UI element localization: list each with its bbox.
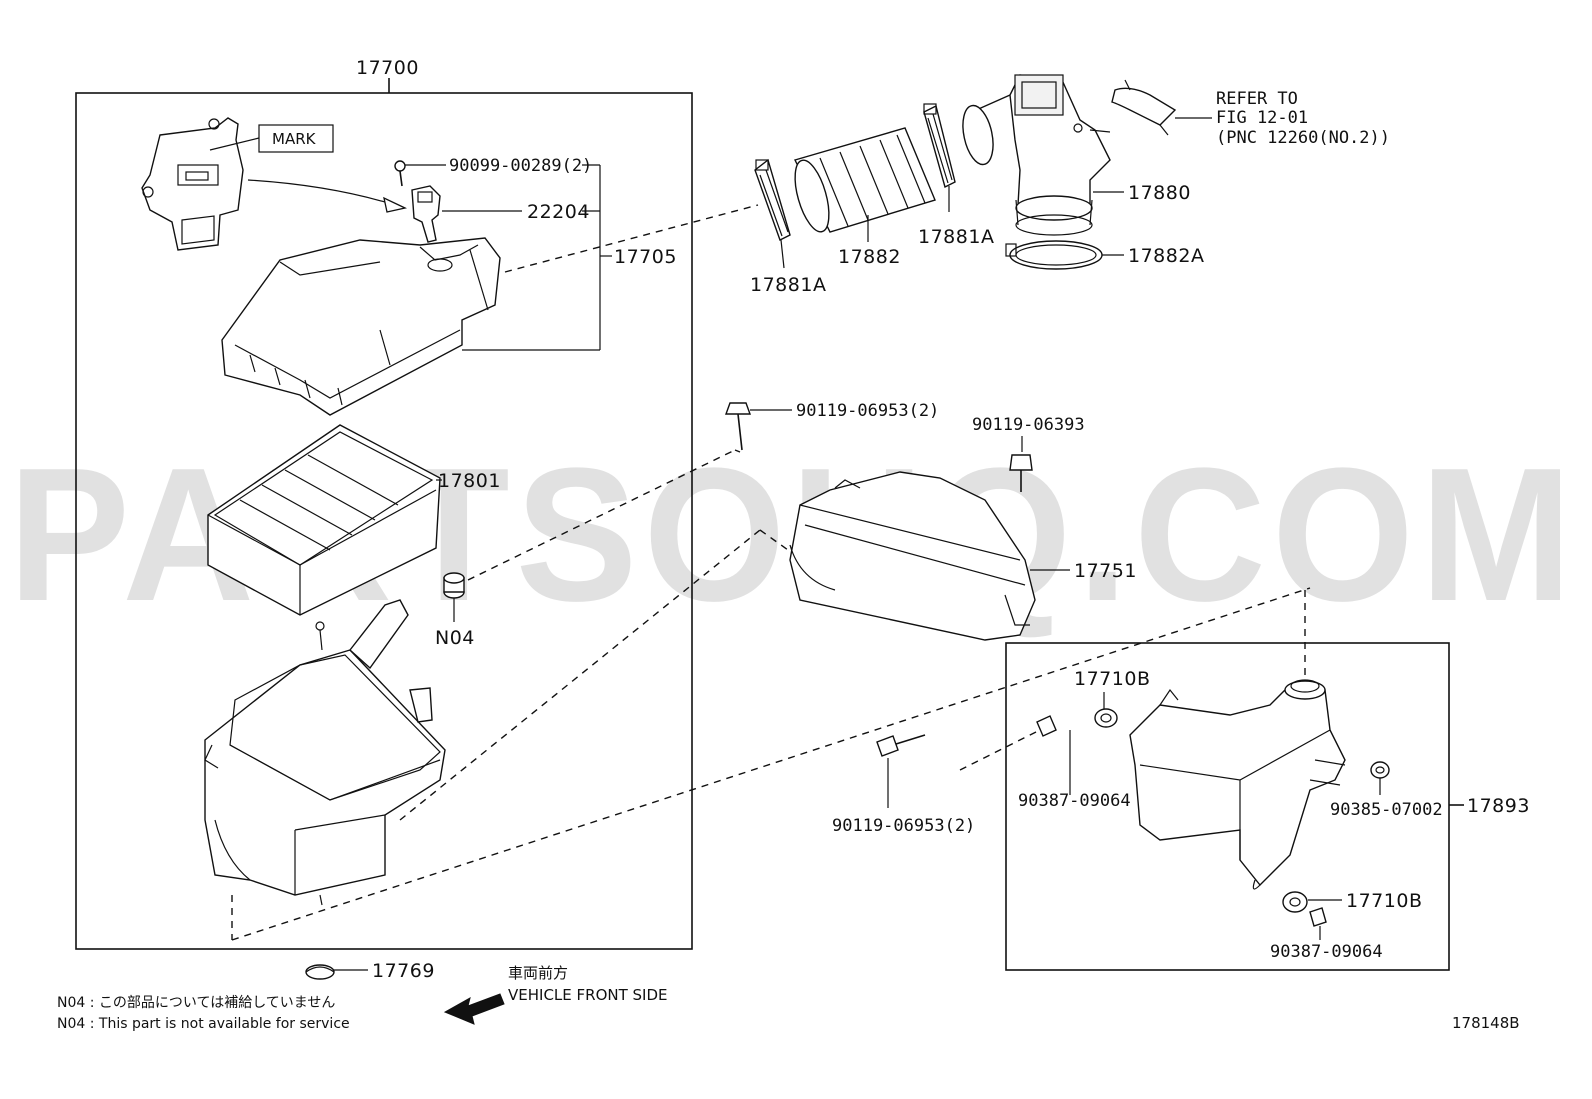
callout-17880: 17880	[1128, 182, 1191, 204]
callout-17881a-right: 17881A	[918, 226, 994, 248]
note-n04-jp: N04 : この部品については補給していません	[57, 995, 335, 1011]
group-label-17705: 17705	[614, 246, 677, 268]
plug-17769	[305, 964, 335, 980]
drawing-number: 178148B	[1452, 1014, 1520, 1032]
group-box-17700	[75, 92, 693, 950]
grommet-n04	[443, 572, 465, 599]
resonator-17893	[1129, 679, 1346, 890]
pcv-hose-ref	[1111, 79, 1177, 136]
bolt-90119-06953-top	[725, 402, 751, 451]
direction-en: VEHICLE FRONT SIDE	[508, 986, 668, 1004]
air-filter-17801	[207, 424, 441, 616]
grommet-17710b-top	[1094, 708, 1118, 728]
mark-label: MARK	[272, 130, 317, 148]
sensor-detail-drawing	[141, 117, 244, 251]
callout-17881a-left: 17881A	[750, 274, 826, 296]
callout-22204: 22204	[527, 201, 590, 223]
air-duct-17751	[789, 471, 1036, 641]
callout-17801: 17801	[438, 470, 501, 492]
refer-line-3: (PNC 12260(NO.2))	[1216, 128, 1390, 148]
callout-90099-00289: 90099-00289(2)	[449, 156, 592, 176]
callout-17751: 17751	[1074, 560, 1137, 582]
band-17882a	[1005, 240, 1103, 270]
callout-90387-09064-top: 90387-09064	[1018, 791, 1131, 811]
collar-90387-09064-bottom	[1309, 907, 1327, 927]
callout-90119-06953-bottom: 90119-06953(2)	[832, 816, 975, 836]
clamp-17881a-right	[923, 103, 956, 189]
callout-17882a: 17882A	[1128, 245, 1204, 267]
callout-n04: N04	[435, 627, 475, 649]
air-cleaner-cap	[221, 237, 501, 416]
grommet-17710b-bottom	[1282, 891, 1308, 913]
callout-90387-09064-bottom: 90387-09064	[1270, 942, 1383, 962]
group-box-17893	[1005, 642, 1450, 971]
callout-90119-06953-top: 90119-06953(2)	[796, 401, 939, 421]
front-arrow-icon	[443, 993, 505, 1025]
group-label-17700: 17700	[356, 57, 419, 79]
collar-90387-09064-top	[1036, 715, 1057, 737]
note-n04-en: N04 : This part is not available for ser…	[57, 1016, 350, 1032]
callout-90119-06393: 90119-06393	[972, 415, 1085, 435]
callout-17769: 17769	[372, 960, 435, 982]
refer-line-2: FIG 12-01	[1216, 108, 1308, 128]
callout-17882: 17882	[838, 246, 901, 268]
clamp-17881a-left	[754, 158, 791, 241]
callout-90385-07002: 90385-07002	[1330, 800, 1443, 820]
bolt-90119-06953-bottom	[876, 734, 926, 757]
intake-hose-17882	[794, 127, 936, 233]
callout-17710b-top: 17710B	[1074, 668, 1150, 690]
callout-17710b-bottom: 17710B	[1346, 890, 1422, 912]
sensor-22204	[411, 185, 441, 243]
air-cleaner-case	[204, 599, 446, 906]
direction-jp: 車両前方	[508, 964, 568, 982]
refer-line-1: REFER TO	[1216, 89, 1298, 109]
air-flow-meter-17880	[962, 74, 1111, 236]
bolt-90119-06393	[1009, 454, 1033, 492]
bolt-90099-00289	[394, 160, 406, 187]
grommet-90385-07002	[1370, 761, 1390, 779]
group-label-17893: 17893	[1467, 795, 1530, 817]
